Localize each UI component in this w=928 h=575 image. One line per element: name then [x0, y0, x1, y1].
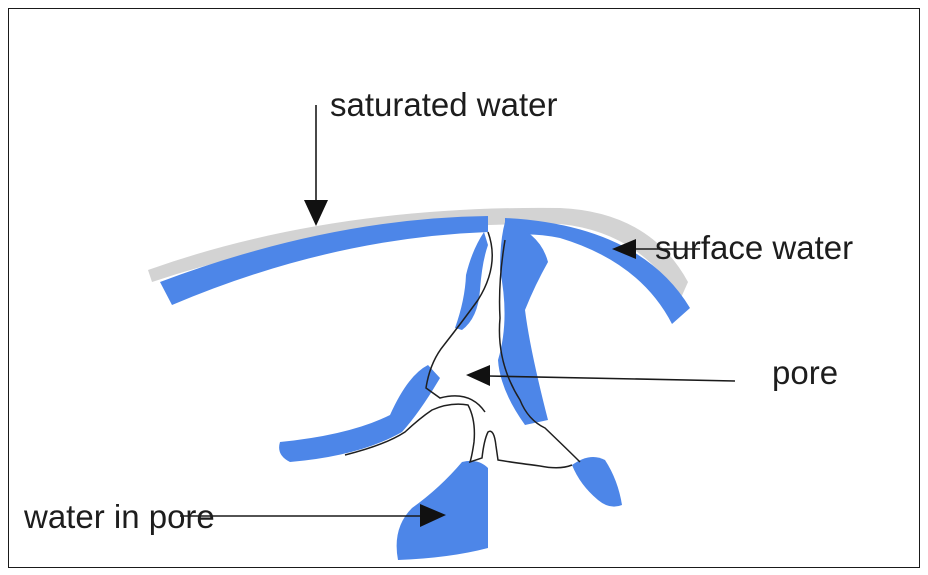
right-droplet-water — [572, 457, 622, 507]
arrow-saturated-water-head — [304, 200, 328, 226]
label-surface-water: surface water — [655, 231, 853, 264]
lower-left-branch-water — [279, 365, 440, 462]
right-channel-water — [498, 222, 548, 425]
arrow-pore-head — [466, 365, 490, 386]
water-in-pore-blob — [397, 461, 488, 560]
left-channel-water — [455, 232, 488, 330]
label-saturated-water: saturated water — [330, 88, 557, 121]
label-pore: pore — [772, 356, 838, 389]
label-water-in-pore: water in pore — [24, 500, 215, 533]
